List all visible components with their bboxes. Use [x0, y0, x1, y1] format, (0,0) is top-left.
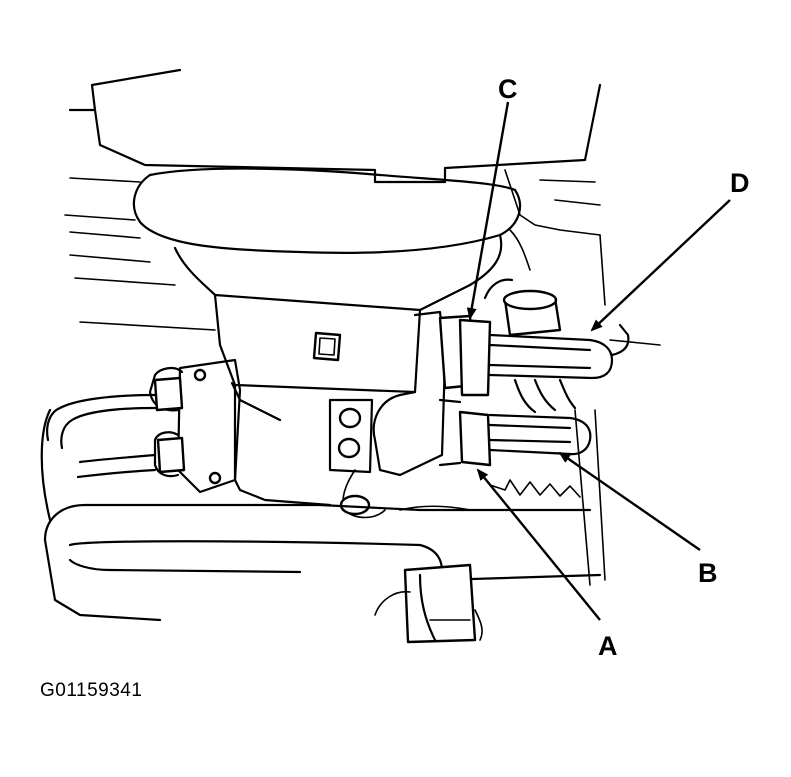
callout-leaders — [466, 101, 731, 621]
callout-d: D — [730, 168, 750, 198]
belt-area — [399, 479, 592, 512]
lower-hose — [488, 378, 592, 456]
reservoir-cap — [132, 167, 531, 312]
pump-body — [213, 293, 422, 507]
leader-a — [476, 468, 601, 621]
upper-hose — [483, 278, 630, 380]
leader-d — [590, 199, 731, 332]
right-fitting-block — [339, 310, 492, 519]
callout-a: A — [598, 631, 618, 661]
figure-id: G01159341 — [40, 680, 143, 701]
engine-background-lines — [64, 68, 661, 586]
lower-frame — [40, 408, 602, 644]
leader-c — [466, 101, 510, 320]
callout-c: C — [498, 74, 518, 104]
left-fittings — [46, 358, 242, 494]
leader-b — [558, 451, 701, 551]
callout-b: B — [698, 558, 718, 588]
